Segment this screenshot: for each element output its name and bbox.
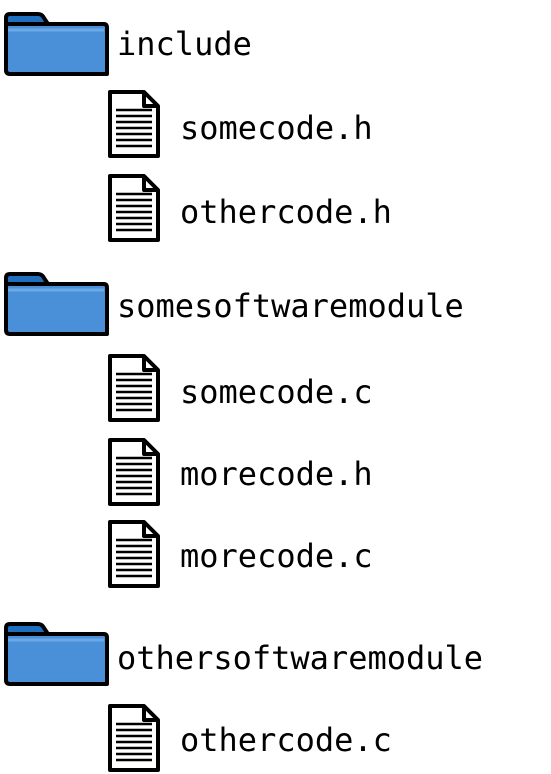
file-icon (108, 438, 160, 506)
file-label: morecode.h (180, 455, 373, 493)
folder-label: othersoftwaremodule (117, 639, 484, 677)
folder-label: include (117, 25, 252, 63)
file-label: othercode.c (180, 721, 392, 759)
folder-icon (4, 622, 109, 686)
folder-label: somesoftwaremodule (117, 287, 464, 325)
file-icon (108, 90, 160, 158)
file-icon (108, 520, 160, 588)
file-icon (108, 704, 160, 772)
folder-icon (4, 12, 109, 76)
file-label: morecode.c (180, 537, 373, 575)
file-label: somecode.c (180, 373, 373, 411)
file-icon (108, 174, 160, 242)
file-label: othercode.h (180, 193, 392, 231)
file-icon (108, 354, 160, 422)
file-label: somecode.h (180, 109, 373, 147)
folder-icon (4, 272, 109, 336)
